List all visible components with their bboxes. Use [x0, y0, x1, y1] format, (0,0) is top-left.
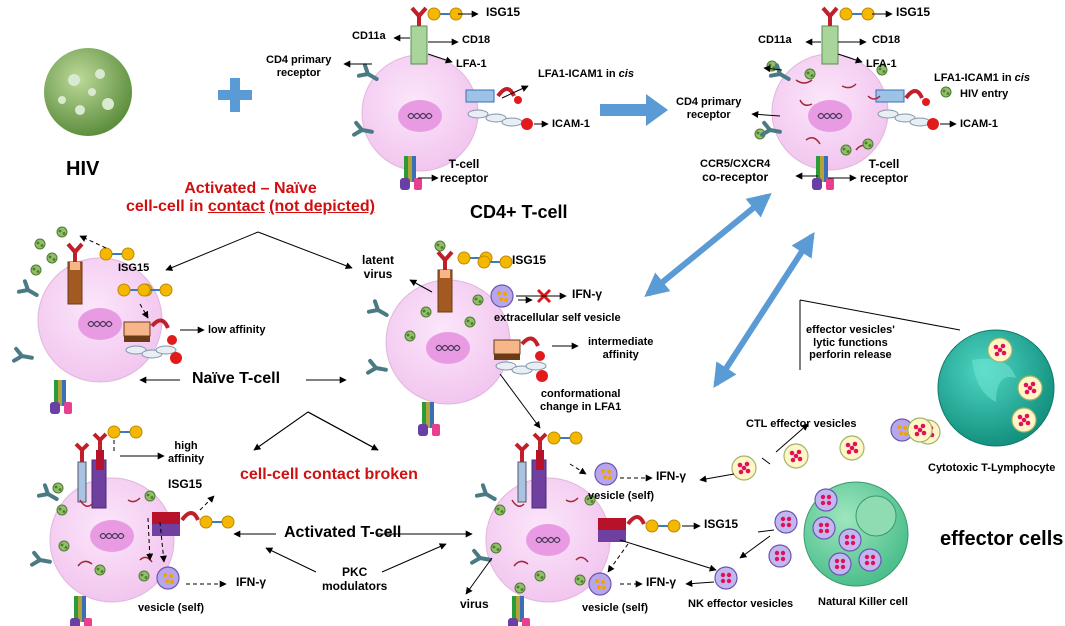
- cd11a-label: CD11a: [352, 30, 386, 42]
- conf-line2: change in LFA1: [540, 400, 622, 413]
- ctl-vesicle: [907, 417, 933, 443]
- isg15-label-right: ISG15: [896, 5, 931, 19]
- lfa1-label: LFA-1: [456, 58, 487, 70]
- plus-icon: [218, 78, 252, 112]
- cd4-tcell-infected: [754, 6, 952, 190]
- tcr-line2: receptor: [440, 170, 489, 185]
- hiv-virion-image: [44, 48, 132, 136]
- virus-label: virus: [460, 597, 489, 611]
- ifng-label-bl: IFN-γ: [236, 575, 266, 589]
- nk-vesicles-label: NK effector vesicles: [688, 598, 794, 610]
- naive-tcell-label: Naïve T-cell: [192, 370, 281, 387]
- low-affinity-label: low affinity: [208, 324, 266, 336]
- cis-italic: cis: [618, 68, 634, 80]
- lfa1-icam1-prefix: LFA1-ICAM1 in: [538, 68, 619, 80]
- ctl-vesicles-label: CTL effector vesicles: [746, 418, 857, 430]
- icam1-label-right: ICAM-1: [960, 118, 998, 130]
- cd4-primary-right-line2: receptor: [686, 108, 731, 121]
- ctl-label: Cytotoxic T-Lymphocyte: [928, 462, 1056, 474]
- high-line2: affinity: [168, 452, 205, 465]
- act-naive-contact: contact: [207, 198, 265, 216]
- vesicle-self-label-bc: vesicle (self): [588, 490, 655, 502]
- tcr-right-line2: receptor: [860, 170, 909, 185]
- vesicle-self-label-bc2: vesicle (self): [582, 602, 649, 614]
- ccr5-line2: co-receptor: [702, 169, 769, 184]
- activated-tcell-label: Activated T-cell: [284, 524, 402, 541]
- activated-tcell-left: [30, 425, 235, 626]
- pkc-line1: PKC: [342, 565, 368, 579]
- act-naive-line2a: cell-cell in: [126, 198, 208, 216]
- activated-tcell-center: [470, 431, 681, 626]
- lfa1-icam1-cis-label: LFA1-ICAM1 in cis: [538, 68, 634, 81]
- contact-broken-label: cell-cell contact broken: [240, 466, 418, 483]
- lfa1-icam1-prefix-right: LFA1-ICAM1 in: [934, 72, 1015, 84]
- cd4-primary-line2: receptor: [276, 66, 321, 79]
- cd18-label-right: CD18: [872, 34, 901, 46]
- naive-tcell-left: [12, 226, 182, 414]
- annotation-arrows: [79, 10, 961, 595]
- tcr-line1: T-cell: [448, 157, 480, 171]
- pkc-line2: modulators: [322, 578, 388, 593]
- isg15-label-bc: ISG15: [704, 517, 739, 531]
- cis-italic-right: cis: [1014, 72, 1030, 84]
- high-line1: high: [174, 440, 198, 452]
- isg15-label-left: ISG15: [118, 262, 150, 274]
- tcr-right-line1: T-cell: [868, 157, 900, 171]
- nk-cell-label: Natural Killer cell: [818, 596, 908, 608]
- isg15-ligand: [477, 255, 513, 269]
- act-naive-not-depicted: (not depicted): [269, 198, 375, 216]
- effector-line1: effector vesicles': [806, 324, 895, 336]
- lfa1-icam1-cis-right: LFA1-ICAM1 in cis: [934, 72, 1030, 85]
- intermediate-line1: intermediate: [588, 336, 654, 348]
- ifng-label-bc2: IFN-γ: [646, 575, 676, 589]
- extracellular-vesicle: [490, 284, 514, 308]
- extracellular-vesicle-label: extracellular self vesicle: [494, 312, 621, 324]
- intermediate-line2: affinity: [602, 348, 639, 361]
- latent-line2: virus: [363, 266, 393, 281]
- ifng-blocked-label: IFN-γ: [572, 287, 602, 301]
- ccr5-line1: CCR5/CXCR4: [700, 158, 771, 170]
- vesicle-self-label-bl: vesicle (self): [138, 602, 205, 614]
- naive-tcell-center: [366, 240, 548, 436]
- act-naive-line1: Activated – Naïve: [184, 180, 317, 197]
- effector-cells-title: effector cells: [940, 528, 1064, 550]
- blue-arrows: [600, 94, 815, 389]
- effector-line3: perforin release: [809, 349, 892, 362]
- ifng-label-bc: IFN-γ: [656, 469, 686, 483]
- cd11a-label-right: CD11a: [758, 34, 792, 46]
- icam1-label: ICAM-1: [552, 118, 590, 130]
- isg15-label-bl: ISG15: [168, 477, 203, 491]
- cytotoxic-t-lymphocyte: [937, 329, 1055, 447]
- isg15-label-center: ISG15: [512, 253, 547, 267]
- hiv-entry-label: HIV entry: [960, 88, 1009, 100]
- cd4-primary-line1: CD4 primary: [266, 54, 332, 66]
- cd18-label: CD18: [462, 34, 491, 46]
- hiv-label: HIV: [66, 158, 100, 180]
- effector-line2: lytic functions: [813, 336, 888, 349]
- conf-line1: conformational: [540, 388, 621, 400]
- latent-line1: latent: [362, 253, 395, 267]
- lfa1-label-right: LFA-1: [866, 58, 897, 70]
- cd4-tcell-title: CD4+ T-cell: [470, 202, 568, 222]
- natural-killer-cell: [803, 481, 909, 587]
- isg15-label-top: ISG15: [486, 5, 521, 19]
- cd4-tcell-top: [352, 6, 533, 190]
- cd4-primary-right-line1: CD4 primary: [676, 96, 742, 108]
